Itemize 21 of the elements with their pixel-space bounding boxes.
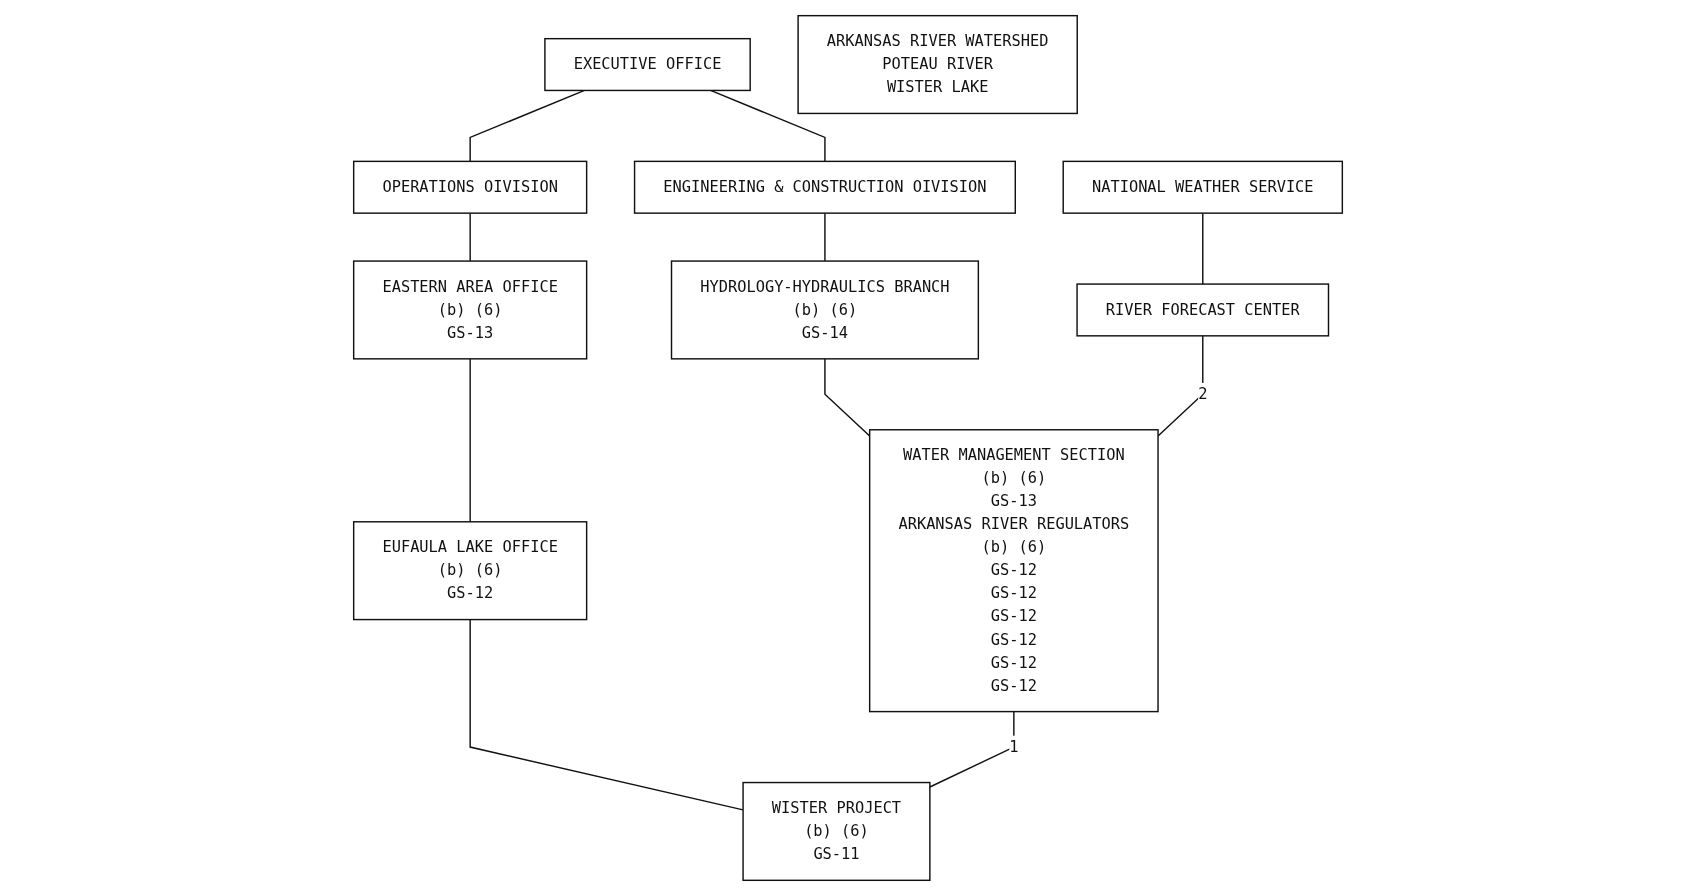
node-box: EASTERN AREA OFFICE (b) (6) GS-13 — [352, 260, 588, 360]
edge-label: 2 — [1198, 384, 1208, 403]
node-box: ENGINEERING & CONSTRUCTION OIVISION — [633, 160, 1016, 214]
node-box: RIVER FORECAST CENTER — [1076, 283, 1330, 337]
connector — [469, 358, 471, 523]
node-box: WATER MANAGEMENT SECTION (b) (6) GS-13 ARKANSAS RIVER REGULATORS (b) (6) GS-12 GS-12 GS-12 GS-12 GS-12 GS-12 — [868, 429, 1159, 713]
connector — [469, 89, 586, 163]
connector — [1157, 335, 1204, 437]
edge-label: 1 — [1009, 737, 1019, 756]
node-box: ARKANSAS RIVER WATERSHED POTEAU RIVER WISTER LAKE — [797, 14, 1078, 115]
connector — [929, 710, 1015, 788]
node-box: EXECUTIVE OFFICE — [544, 37, 751, 92]
node-box: OPERATIONS OIVISION — [352, 160, 588, 214]
node-box: EUFAULA LAKE OFFICE (b) (6) GS-12 — [352, 521, 588, 621]
connector — [1202, 212, 1204, 285]
connector — [469, 618, 744, 811]
node-box: WISTER PROJECT (b) (6) GS-11 — [742, 781, 931, 882]
connector — [824, 212, 826, 262]
node-box: HYDROLOGY-HYDRAULICS BRANCH (b) (6) GS-14 — [670, 260, 980, 360]
node-box: NATIONAL WEATHER SERVICE — [1062, 160, 1344, 214]
connector — [469, 212, 471, 262]
